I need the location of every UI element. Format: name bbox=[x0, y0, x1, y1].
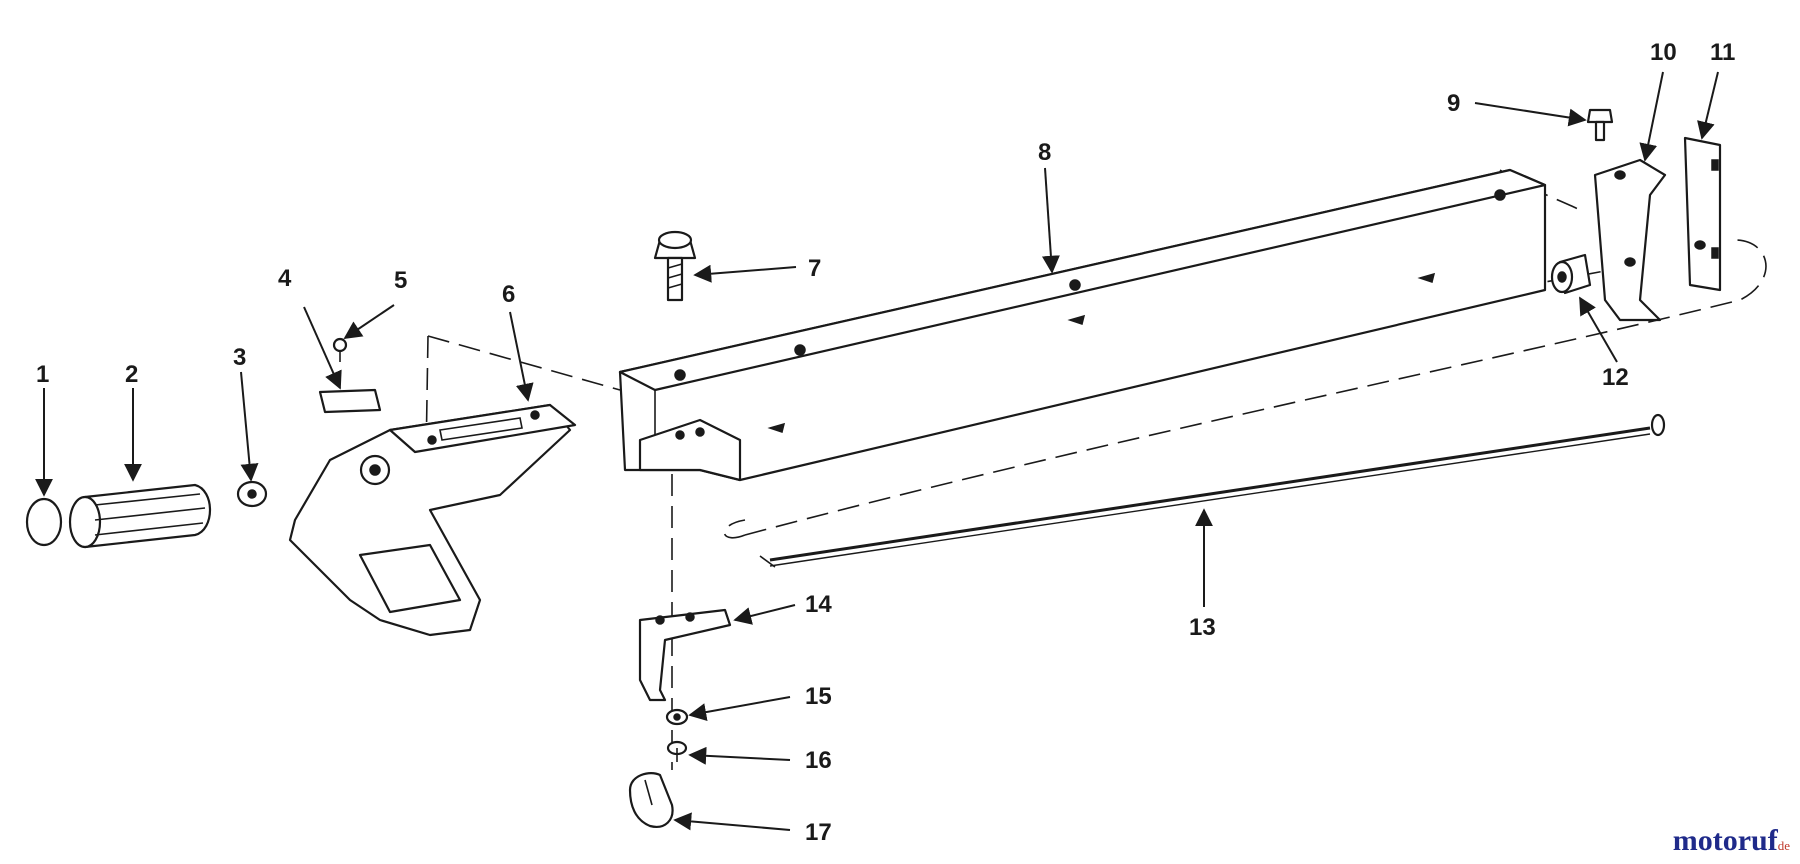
part-4-plate bbox=[318, 388, 382, 414]
callout-14: 14 bbox=[805, 591, 832, 618]
callout-13: 13 bbox=[1189, 614, 1216, 641]
callout-15: 15 bbox=[805, 683, 832, 710]
callout-7: 7 bbox=[808, 255, 821, 282]
callout-4: 4 bbox=[278, 265, 292, 292]
part-10-angle-bracket bbox=[1593, 158, 1667, 322]
part-3-washer bbox=[236, 480, 268, 508]
part-12-roller bbox=[1550, 253, 1592, 295]
watermark-tld: de bbox=[1777, 838, 1790, 853]
part-2-grip-handle bbox=[68, 483, 212, 549]
leader-lines bbox=[35, 71, 1719, 831]
part-8-main-arm bbox=[618, 168, 1547, 482]
callout-12: 12 bbox=[1602, 364, 1629, 391]
callout-8: 8 bbox=[1038, 139, 1051, 166]
part-7-bolt bbox=[653, 230, 697, 302]
watermark-brand: motoruf bbox=[1672, 824, 1778, 857]
watermark-logo: motorufde bbox=[1673, 824, 1790, 858]
callout-11: 11 bbox=[1710, 39, 1735, 66]
part-5-screw bbox=[332, 337, 348, 362]
callout-labels: 1 2 3 4 5 6 7 8 9 10 11 12 13 14 15 16 1… bbox=[36, 39, 1735, 846]
part-17-foot-pad bbox=[628, 772, 674, 828]
part-13-rod bbox=[759, 413, 1666, 568]
part-11-end-plate bbox=[1683, 136, 1722, 292]
part-16-screw bbox=[666, 740, 688, 762]
callout-16: 16 bbox=[805, 747, 832, 774]
callout-10: 10 bbox=[1650, 39, 1677, 66]
part-6-arm-bracket bbox=[288, 403, 577, 637]
callout-1: 1 bbox=[36, 361, 49, 388]
part-9-screw bbox=[1586, 108, 1614, 142]
callout-9: 9 bbox=[1447, 90, 1460, 117]
part-1-end-cap bbox=[25, 497, 63, 547]
part-14-clip-bracket bbox=[638, 608, 732, 702]
callout-3: 3 bbox=[233, 344, 246, 371]
callout-6: 6 bbox=[502, 281, 515, 308]
part-15-washer bbox=[665, 708, 689, 726]
callout-17: 17 bbox=[805, 819, 832, 846]
callout-5: 5 bbox=[394, 267, 407, 294]
callout-2: 2 bbox=[125, 361, 138, 388]
